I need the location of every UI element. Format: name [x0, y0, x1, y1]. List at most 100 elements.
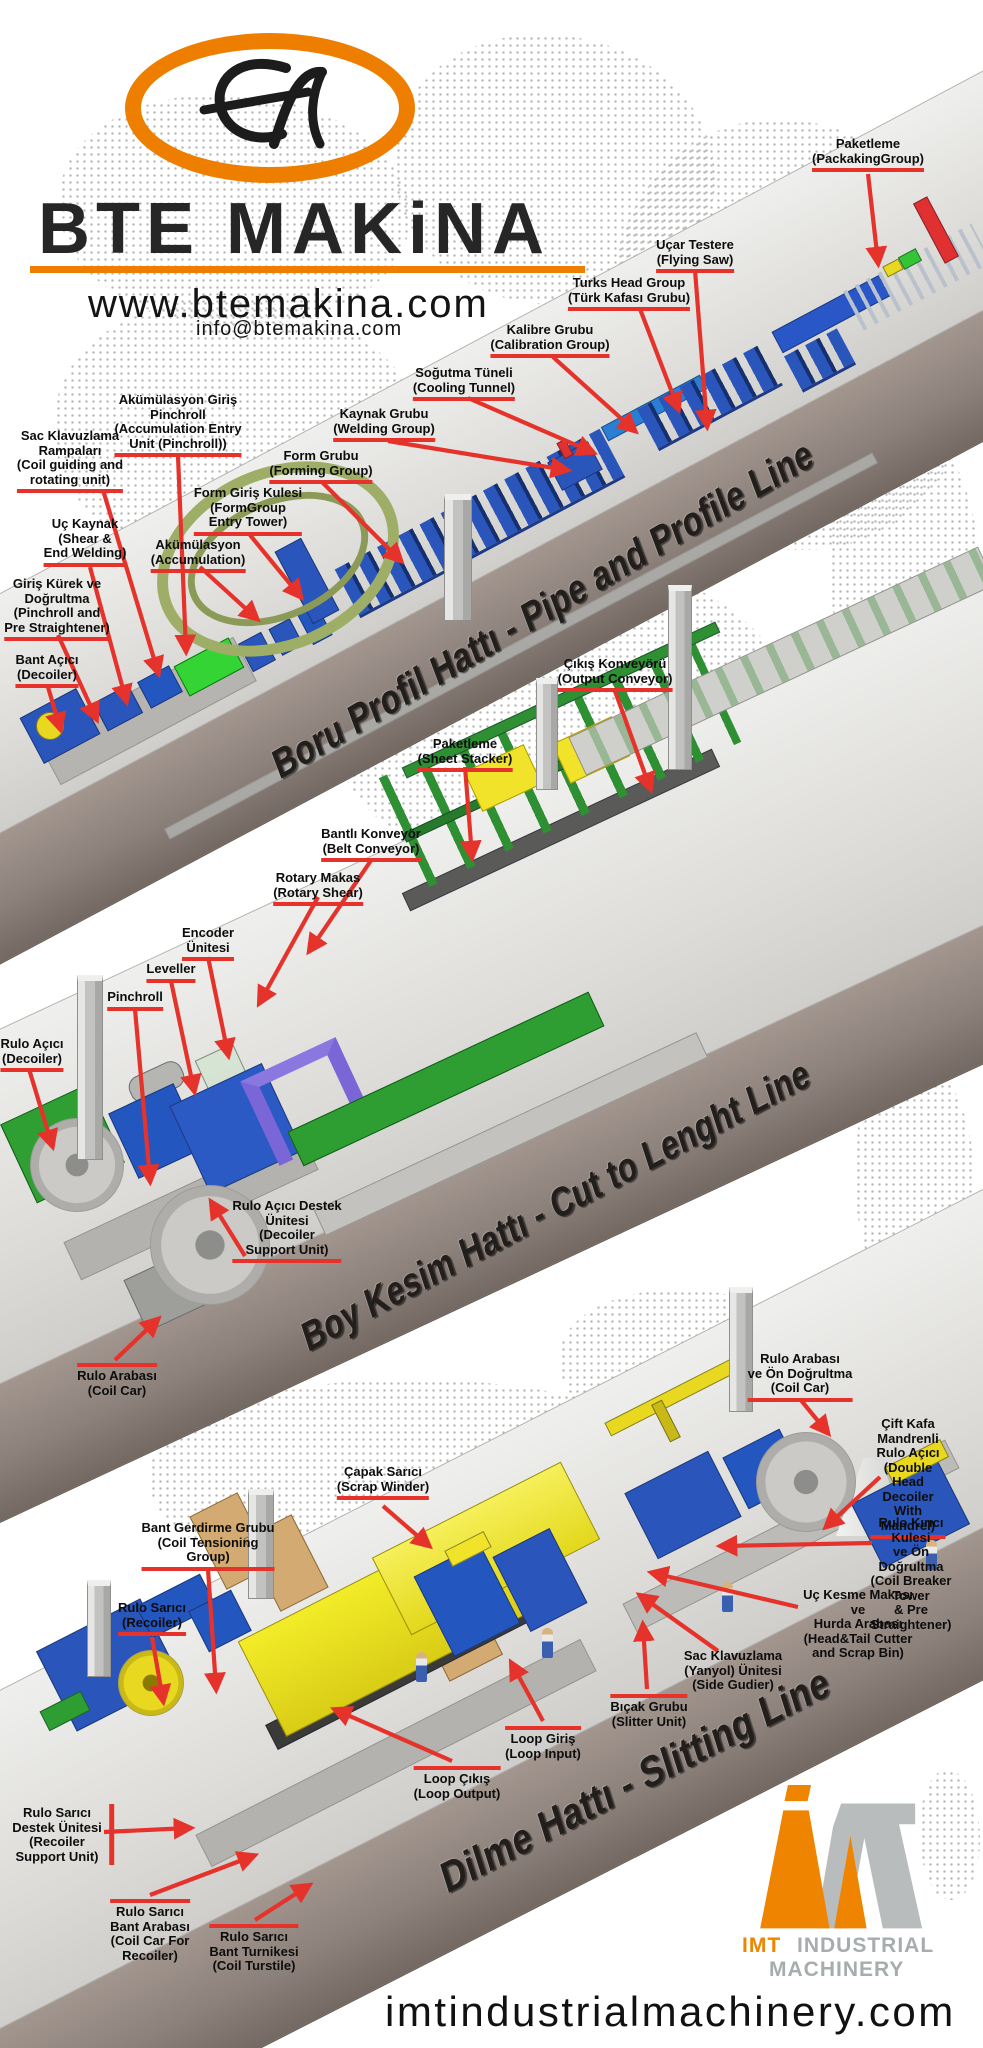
- label-text-tr: Rulo Açıcı: [0, 1036, 64, 1051]
- label-text-en: (Belt Conveyor): [322, 840, 420, 856]
- worker-figure: [542, 1628, 553, 1658]
- label-text-tr: Rulo Sarıcı Bant Turnikesi: [209, 1929, 299, 1959]
- label-text-en: (FormGroup Entry Tower): [208, 499, 288, 530]
- label-underline: [16, 489, 124, 494]
- label-text-en: (Coil Car): [87, 1382, 147, 1398]
- support-pillar: [77, 975, 103, 1160]
- label-text-tr: Rulo Sarıcı Bant Arabası: [110, 1904, 190, 1934]
- label-text-en: (PackakingGroup): [812, 150, 924, 166]
- label-rulo-sarici-destek-unitesi: Rulo Sarıcı Destek Ünitesi (Recoiler Sup…: [12, 1804, 114, 1865]
- label-text-en: (Slitter Unit): [611, 1713, 687, 1729]
- label-text-tr: Loop Giriş: [510, 1731, 576, 1746]
- label-loop-giris: Loop Giriş (Loop Input): [505, 1726, 581, 1761]
- recoiled-coil: [118, 1650, 184, 1716]
- label-rotary-makas: Rotary Makas (Rotary Shear): [273, 870, 363, 907]
- support-pillar: [248, 1489, 274, 1599]
- label-underline: [232, 1259, 342, 1264]
- label-text-en: (Coil Car): [770, 1380, 830, 1396]
- label-text-tr: Akümülasyon: [155, 537, 241, 552]
- worker-figure: [926, 1540, 937, 1570]
- label-underline: [567, 307, 691, 312]
- support-pillar: [87, 1580, 111, 1677]
- label-text-en: (Flying Saw): [656, 251, 734, 267]
- label-rulo-kirici-kulesi: Rulo Kırıcı Kulesi ve Ön Doğrultma (Coil…: [870, 1515, 952, 1632]
- label-sac-klavuzlama-yanyol: Sac Klavuzlama (Yanyol) Ünitesi (Side Gu…: [684, 1648, 782, 1693]
- label-text-en: (Coil guiding and rotating unit): [16, 457, 124, 487]
- label-text-tr: Giriş Kürek ve Doğrultma: [12, 576, 102, 606]
- label-text-tr: Sac Klavuzlama Rampaları: [20, 428, 120, 458]
- label-text-en: (Cooling Tunnel): [412, 379, 516, 395]
- label-bant-gerdirme-grubu: Bant Gerdirme Grubu (Coil Tensioning Gro…: [141, 1520, 275, 1571]
- label-uc-kaynak: Uç Kaynak (Shear & End Welding): [43, 516, 127, 567]
- label-text-tr: Çapak Sarıcı: [343, 1464, 423, 1479]
- label-text-en: (Recoiler): [122, 1614, 182, 1630]
- label-text-en: (Head&Tail Cutter and Scrap Bin): [803, 1630, 913, 1661]
- steel-coil: [756, 1432, 856, 1532]
- label-text-en: (Decoiler Support Unit): [245, 1227, 329, 1257]
- label-underline: [269, 480, 373, 485]
- label-capak-sarici: Çapak Sarıcı (Scrap Winder): [336, 1464, 430, 1501]
- label-text-tr: Rulo Sarıcı: [118, 1600, 186, 1615]
- label-text-en: (Recoiler Support Unit): [15, 1834, 99, 1864]
- label-underline: [417, 768, 513, 773]
- label-text-tr: Bantlı Konveyör: [321, 826, 421, 841]
- label-underline: [870, 1535, 946, 1540]
- label-text-tr: Çift Kafa Mandrenli Rulo Açıcı: [876, 1416, 940, 1461]
- label-text-en: (Coil Tensioning Group): [157, 1534, 259, 1565]
- label-underline: [118, 1632, 186, 1637]
- worker-figure: [722, 1582, 733, 1612]
- label-akumulasyon: Akümülasyon (Accumulation): [150, 537, 246, 574]
- header-email-link[interactable]: info@btemakina.com: [196, 318, 403, 340]
- label-text-en: (Calibration Group): [490, 336, 610, 352]
- label-giris-kurek-ve-dogrultma: Giriş Kürek ve Doğrultma (Pinchroll and …: [4, 576, 110, 642]
- label-text-en: (Welding Group): [333, 420, 435, 436]
- label-kaynak-grubu: Kaynak Grubu (Welding Group): [333, 406, 435, 443]
- label-rulo-acici: Rulo Açıcı (Decoiler): [0, 1036, 64, 1073]
- label-text-en: (Accumulation Entry Unit (Pinchroll)): [114, 421, 242, 451]
- label-text-tr: Bant Açıcı: [15, 652, 79, 667]
- label-rulo-sarici-bant-turnikesi: Rulo Sarıcı Bant Turnikesi (Coil Turstil…: [209, 1924, 299, 1974]
- support-pillar: [536, 678, 558, 790]
- label-underline: [114, 453, 242, 458]
- label-bicak-grubu: Bıçak Grubu (Slitter Unit): [610, 1694, 688, 1729]
- label-form-grubu: Form Grubu (Forming Group): [269, 448, 373, 485]
- label-bant-acici: Bant Açıcı (Decoiler): [15, 652, 79, 689]
- label-text-tr: Bant Gerdirme Grubu: [141, 1520, 275, 1535]
- label-underline: [747, 1397, 853, 1402]
- support-pillar: [444, 494, 472, 621]
- label-text-en: (Pinchroll and Pre Straightener): [4, 605, 110, 635]
- label-text-tr: Soğutma Tüneli: [415, 365, 513, 380]
- label-text-en: (Coil Breaker Tower & Pre Straightener): [870, 1573, 952, 1632]
- label-text-en: (Sheet Stacker): [417, 750, 513, 766]
- label-kalibre-grubu: Kalibre Grubu (Calibration Group): [490, 322, 610, 359]
- label-underline: [193, 531, 303, 536]
- label-underline: [110, 1899, 190, 1903]
- label-text-en: (Loop Input): [505, 1745, 581, 1761]
- support-pillar: [729, 1287, 753, 1412]
- label-text-en: (Coil Turstile): [212, 1958, 296, 1974]
- label-underline: [141, 1566, 275, 1571]
- label-cift-kafa-mandrenli: Çift Kafa Mandrenli Rulo Açıcı (Double H…: [870, 1416, 946, 1540]
- label-text-en: (Decoiler): [2, 1050, 62, 1066]
- label-underline: [812, 168, 924, 173]
- label-paketleme-packaging: Paketleme (PackakingGroup): [812, 136, 924, 173]
- label-form-giris-kulesi: Form Giriş Kulesi (FormGroup Entry Tower…: [193, 485, 303, 536]
- label-text-tr: Rulo Kırıcı Kulesi ve Ön Doğrultma: [878, 1515, 944, 1574]
- footer-website-link[interactable]: imtindustrialmachinery.com: [385, 1988, 956, 2035]
- label-text-en: (Decoiler): [17, 666, 77, 682]
- label-text-tr: Turks Head Group: [572, 275, 686, 290]
- header-website-link[interactable]: www.btemakina.com: [88, 282, 489, 326]
- label-text-en: (Forming Group): [269, 462, 373, 478]
- label-text-tr: Leveller: [146, 961, 196, 976]
- label-underline: [336, 1496, 430, 1501]
- label-cikis-konveyoru: Çıkış Konveyörü (Output Conveyor): [557, 656, 673, 693]
- label-underline: [209, 1924, 299, 1928]
- worldmap-dots: [920, 1770, 980, 1900]
- label-underline: [15, 684, 79, 689]
- label-text-en: (Rotary Shear): [273, 884, 363, 900]
- label-underline: [77, 1363, 157, 1367]
- label-underline: [273, 902, 363, 907]
- label-text-en: (Double Head Decoiler With Mandrel): [880, 1459, 936, 1533]
- label-underline: [4, 637, 110, 642]
